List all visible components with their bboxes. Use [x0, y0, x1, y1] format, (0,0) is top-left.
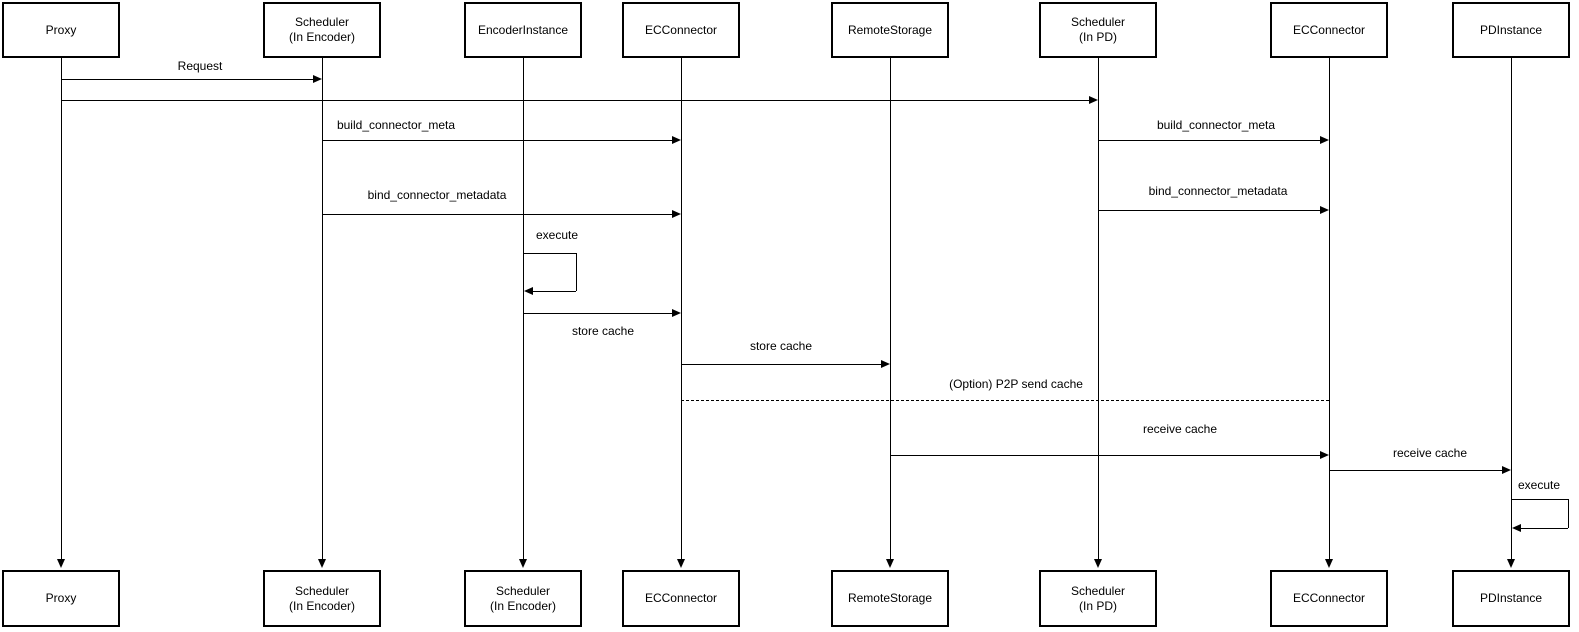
message-arrowhead-right-icon [1502, 466, 1511, 474]
actor-label: Scheduler (In Encoder) [288, 15, 356, 44]
message-label-bind-connector-metadata-left: bind_connector_metadata [365, 188, 509, 202]
actor-bottom-scheduler-in-encoder-2: Scheduler (In Encoder) [464, 570, 582, 627]
message-label-store-cache-2: store cache [747, 339, 815, 353]
actor-label: PDInstance [1479, 591, 1543, 605]
message-line-receive-cache-2 [1329, 470, 1502, 471]
actor-label: RemoteStorage [847, 22, 933, 37]
actor-bottom-scheduler-in-encoder: Scheduler (In Encoder) [263, 570, 381, 627]
lifeline-arrowhead-down-icon [1507, 559, 1515, 568]
actor-top-remote-storage: RemoteStorage [831, 2, 949, 58]
message-line-build-connector-meta-left [322, 140, 672, 141]
actor-label: ECConnector [1292, 22, 1366, 37]
message-line-bind-connector-metadata-right [1098, 210, 1320, 211]
message-line-receive-cache-1 [890, 455, 1320, 456]
actor-label: Scheduler (In Encoder) [288, 583, 356, 613]
message-arrowhead-left-icon [524, 287, 533, 295]
self-loop-top-encoder [523, 253, 576, 254]
lifeline-scheduler-in-pd [1098, 58, 1099, 560]
message-arrowhead-right-icon [1089, 96, 1098, 104]
lifeline-arrowhead-down-icon [519, 559, 527, 568]
actor-label: ECConnector [644, 591, 718, 605]
self-loop-top-pd [1511, 499, 1568, 500]
actor-bottom-scheduler-in-pd: Scheduler (In PD) [1039, 570, 1157, 627]
message-arrowhead-left-icon [1512, 524, 1521, 532]
message-label-request: Request [175, 59, 225, 73]
actor-bottom-remote-storage: RemoteStorage [831, 570, 949, 627]
message-label-build-connector-meta-right: build_connector_meta [1154, 118, 1278, 132]
actor-bottom-pd-instance: PDInstance [1452, 570, 1570, 627]
lifeline-arrowhead-down-icon [57, 559, 65, 568]
message-arrowhead-right-icon [1320, 206, 1329, 214]
message-label-receive-cache-2: receive cache [1390, 446, 1470, 460]
self-loop-bottom-pd [1521, 528, 1568, 529]
message-label-receive-cache-1: receive cache [1140, 422, 1220, 436]
actor-label: EncoderInstance [477, 22, 569, 37]
message-line-store-cache-2 [681, 364, 881, 365]
message-label-p2p-send-cache: (Option) P2P send cache [947, 377, 1085, 391]
actor-top-scheduler-in-pd: Scheduler (In PD) [1039, 2, 1157, 58]
self-loop-side-pd [1568, 499, 1569, 528]
actor-label: Scheduler (In PD) [1070, 583, 1126, 613]
actor-label: ECConnector [644, 22, 718, 37]
message-arrowhead-right-icon [881, 360, 890, 368]
message-label-bind-connector-metadata-right: bind_connector_metadata [1146, 184, 1290, 198]
message-label-build-connector-meta-left: build_connector_meta [334, 118, 458, 132]
actor-label: Proxy [45, 591, 77, 605]
message-line-bind-connector-metadata-left [322, 214, 672, 215]
lifeline-arrowhead-down-icon [1094, 559, 1102, 568]
message-label-execute-pd: execute [1515, 478, 1563, 492]
message-arrowhead-right-icon [672, 136, 681, 144]
lifeline-proxy [61, 58, 62, 560]
actor-label: PDInstance [1479, 22, 1543, 37]
message-arrowhead-right-icon [1320, 451, 1329, 459]
lifeline-encoder-instance [523, 58, 524, 560]
actor-label: Proxy [45, 22, 77, 37]
lifeline-arrowhead-down-icon [1325, 559, 1333, 568]
actor-top-ec-connector-pd: ECConnector [1270, 2, 1388, 58]
self-loop-side-encoder [576, 253, 577, 291]
message-arrowhead-right-icon [313, 75, 322, 83]
actor-bottom-ec-connector-encoder: ECConnector [622, 570, 740, 627]
message-arrowhead-right-icon [1320, 136, 1329, 144]
lifeline-ec-connector-encoder [681, 58, 682, 560]
actor-top-scheduler-in-encoder: Scheduler (In Encoder) [263, 2, 381, 58]
message-arrowhead-right-icon [672, 210, 681, 218]
self-loop-bottom-encoder [533, 291, 576, 292]
lifeline-remote-storage [890, 58, 891, 560]
message-arrowhead-right-icon [672, 309, 681, 317]
message-line-p2p-send-cache-dashed [681, 400, 1329, 401]
lifeline-arrowhead-down-icon [886, 559, 894, 568]
actor-bottom-proxy: Proxy [2, 570, 120, 627]
lifeline-pd-instance [1511, 58, 1512, 560]
actor-label: ECConnector [1292, 591, 1366, 605]
lifeline-scheduler-in-encoder [322, 58, 323, 560]
actor-label: Scheduler (In Encoder) [489, 583, 557, 613]
message-line-request [61, 79, 313, 80]
actor-top-ec-connector-encoder: ECConnector [622, 2, 740, 58]
lifeline-arrowhead-down-icon [677, 559, 685, 568]
message-line-store-cache-1 [523, 313, 672, 314]
actor-label: RemoteStorage [847, 591, 933, 605]
message-line-build-connector-meta-right [1098, 140, 1320, 141]
lifeline-arrowhead-down-icon [318, 559, 326, 568]
actor-top-encoder-instance: EncoderInstance [464, 2, 582, 58]
message-line-proxy-to-scheduler-pd [61, 100, 1089, 101]
lifeline-ec-connector-pd [1329, 58, 1330, 560]
actor-bottom-ec-connector-pd: ECConnector [1270, 570, 1388, 627]
actor-label: Scheduler (In PD) [1070, 15, 1126, 44]
message-label-store-cache-1: store cache [569, 324, 637, 338]
message-label-execute-encoder: execute [533, 228, 581, 242]
actor-top-pd-instance: PDInstance [1452, 2, 1570, 58]
actor-top-proxy: Proxy [2, 2, 120, 58]
